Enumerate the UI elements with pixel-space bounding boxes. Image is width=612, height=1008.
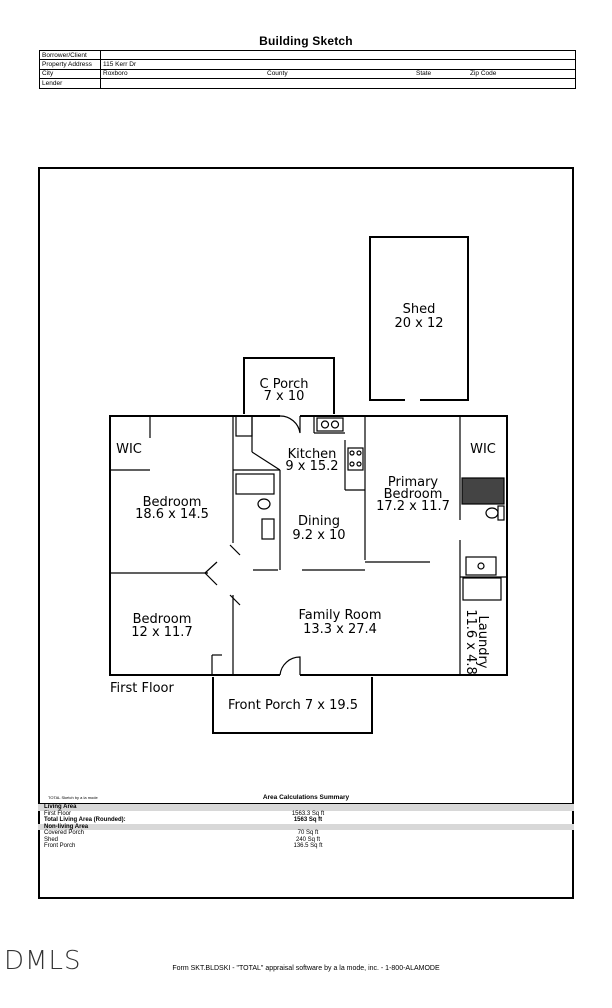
header-table: Borrower/Client Property Address 115 Ker… bbox=[39, 49, 576, 89]
bedroom1-name: Bedroom bbox=[143, 495, 202, 510]
door-swing bbox=[229, 594, 241, 606]
door-swing bbox=[279, 656, 301, 676]
front-porch-outline bbox=[212, 677, 373, 734]
laundry-name: Laundry bbox=[475, 616, 490, 669]
bedroom2-name: Bedroom bbox=[133, 612, 192, 627]
zip-label: Zip Code bbox=[470, 70, 497, 78]
area-summary: TOTAL Sketch by a la mode Area Calculati… bbox=[38, 794, 574, 850]
wic-left: WIC bbox=[116, 442, 142, 457]
house-outline-right bbox=[300, 415, 508, 676]
burner bbox=[356, 450, 362, 456]
shed-outline bbox=[369, 236, 469, 401]
shower bbox=[461, 477, 505, 505]
first-floor-label: First Floor bbox=[110, 681, 174, 696]
cporch-name: C Porch bbox=[260, 377, 309, 392]
bedroom1-dims: 18.6 x 14.5 bbox=[135, 507, 209, 522]
toilet bbox=[485, 507, 499, 519]
bathtub bbox=[235, 473, 275, 495]
shed-dims: 20 x 12 bbox=[394, 316, 443, 331]
door-swing bbox=[204, 561, 218, 574]
dining-dims: 9.2 x 10 bbox=[292, 528, 345, 543]
shed-name: Shed bbox=[403, 302, 436, 317]
toilet bbox=[257, 498, 271, 510]
bedroom2-dims: 12 x 11.7 bbox=[131, 625, 192, 640]
toilet-tank bbox=[497, 505, 505, 521]
dining-name: Dining bbox=[298, 514, 340, 529]
kitchen-dims: 9 x 15.2 bbox=[285, 459, 338, 474]
house-outline-left bbox=[109, 415, 280, 676]
washer-drum bbox=[477, 562, 485, 570]
washer bbox=[465, 556, 497, 576]
dmls-logo: DMLS bbox=[4, 946, 82, 976]
vanity bbox=[261, 518, 275, 540]
primary-bedroom-name2: Bedroom bbox=[384, 487, 443, 502]
burner bbox=[349, 461, 355, 467]
door-swing bbox=[204, 572, 218, 586]
total-living-row: Total Living Area (Rounded):1563 Sq ft bbox=[44, 817, 323, 823]
family-room-dims: 13.3 x 27.4 bbox=[303, 622, 377, 637]
primary-bedroom-dims: 17.2 x 11.7 bbox=[376, 499, 450, 514]
nonliving-heading: Non-living Area bbox=[38, 823, 574, 830]
primary-bedroom-name: Primary bbox=[388, 475, 439, 490]
range bbox=[347, 447, 364, 471]
sink-basin bbox=[330, 420, 340, 429]
sketch-frame bbox=[38, 167, 574, 899]
area-summary-title: Area Calculations Summary bbox=[262, 794, 350, 801]
living-area-heading: Living Area bbox=[38, 804, 574, 811]
wall bbox=[251, 451, 281, 471]
burner bbox=[356, 461, 362, 467]
kitchen-name: Kitchen bbox=[288, 447, 337, 462]
cporch-outline bbox=[243, 357, 335, 414]
door-swing bbox=[279, 415, 301, 434]
front-porch-label: Front Porch 7 x 19.5 bbox=[228, 698, 358, 713]
county-label: County bbox=[267, 70, 288, 78]
lender-value bbox=[100, 78, 576, 89]
wic-right: WIC bbox=[470, 442, 496, 457]
door-swing bbox=[229, 544, 241, 556]
family-room-name: Family Room bbox=[299, 608, 382, 623]
form-footer: Form SKT.BLDSKI - "TOTAL" appraisal soft… bbox=[172, 965, 440, 972]
sketch-credit: TOTAL Sketch by a la mode bbox=[48, 795, 98, 800]
state-label: State bbox=[416, 70, 432, 78]
burner bbox=[349, 450, 355, 456]
cporch-dims: 7 x 10 bbox=[264, 389, 305, 404]
lender-row: Lender bbox=[39, 78, 576, 89]
sink-basin bbox=[320, 420, 330, 429]
dryer bbox=[462, 577, 502, 601]
laundry-dims: 11.6 x 4.8 bbox=[463, 609, 478, 675]
closet bbox=[235, 415, 253, 437]
page-title: Building Sketch bbox=[259, 34, 353, 48]
kitchen-sink bbox=[316, 417, 344, 432]
